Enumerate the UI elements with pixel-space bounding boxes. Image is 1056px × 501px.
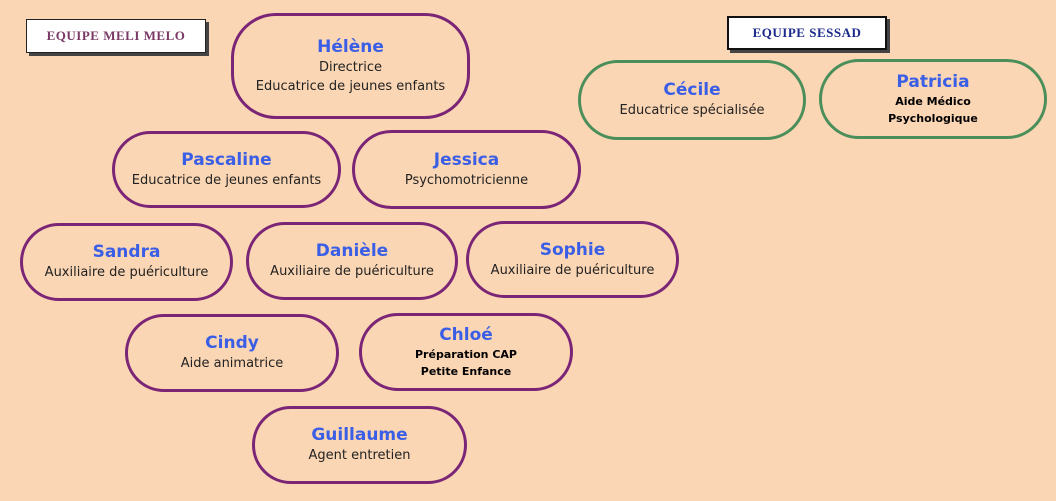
member-name: Guillaume xyxy=(311,425,408,445)
member-role: Petite Enfance xyxy=(420,364,512,378)
member-name: Cindy xyxy=(205,333,259,353)
member-role: Auxiliaire de puériculture xyxy=(490,262,655,278)
member-role: Educatrice spécialisée xyxy=(619,103,765,118)
member-name: Hélène xyxy=(317,36,384,57)
team-label-meli-melo: EQUIPE MELI MELO xyxy=(26,19,206,53)
member-card-patricia: Patricia Aide Médico Psychologique xyxy=(819,59,1047,139)
member-card-jessica: Jessica Psychomotricienne xyxy=(352,130,581,209)
member-name: Cécile xyxy=(663,80,721,100)
member-role: Aide animatrice xyxy=(180,356,284,371)
member-card-sandra: Sandra Auxiliaire de puériculture xyxy=(20,223,233,301)
member-card-daniele: Danièle Auxiliaire de puériculture xyxy=(246,222,458,300)
member-role: Educatrice de jeunes enfants xyxy=(131,172,322,188)
member-card-sophie: Sophie Auxiliaire de puériculture xyxy=(466,221,679,298)
member-name: Sandra xyxy=(92,242,161,262)
member-card-chloe: Chloé Préparation CAP Petite Enfance xyxy=(359,313,573,391)
member-name: Sophie xyxy=(539,239,606,260)
member-name: Pascaline xyxy=(181,149,272,170)
member-role: Directrice xyxy=(318,59,383,75)
member-role: Psychomotricienne xyxy=(404,172,529,188)
member-name: Chloé xyxy=(439,324,493,345)
member-name: Jessica xyxy=(433,149,500,170)
member-name: Patricia xyxy=(896,71,970,92)
member-role: Auxiliaire de puériculture xyxy=(44,265,209,280)
member-card-helene: Hélène Directrice Educatrice de jeunes e… xyxy=(231,13,470,119)
member-card-cecile: Cécile Educatrice spécialisée xyxy=(578,60,806,140)
team-label-sessad: EQUIPE SESSAD xyxy=(727,16,887,50)
member-card-guillaume: Guillaume Agent entretien xyxy=(252,406,467,484)
member-card-pascaline: Pascaline Educatrice de jeunes enfants xyxy=(112,131,341,208)
member-role: Préparation CAP xyxy=(415,347,517,361)
member-name: Danièle xyxy=(315,241,389,261)
member-role: Agent entretien xyxy=(308,448,411,463)
member-card-cindy: Cindy Aide animatrice xyxy=(125,314,339,392)
member-role: Auxiliaire de puériculture xyxy=(270,264,434,279)
member-role: Educatrice de jeunes enfants xyxy=(255,78,446,94)
member-role: Psychologique xyxy=(888,111,978,125)
member-role: Aide Médico xyxy=(895,94,971,108)
